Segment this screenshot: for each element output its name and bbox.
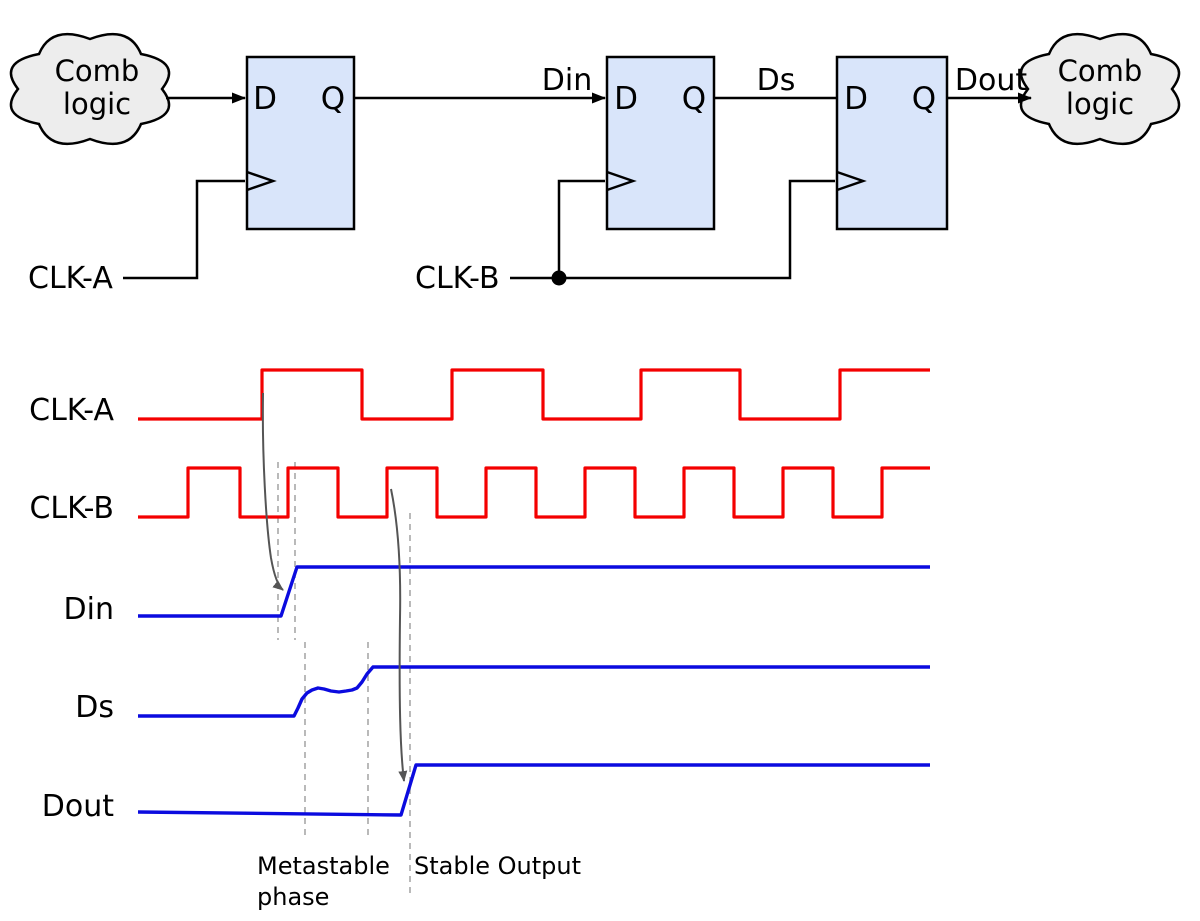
net-label-ds: Ds [757,63,796,98]
circuit-clkb-label: CLK-B [415,261,500,296]
comb-logic-cloud-left: Comb logic [9,32,171,146]
waveform-din [138,565,930,618]
row-label-ds: Ds [75,690,114,725]
net-label-dout: Dout [955,63,1027,98]
ff1-d-pin: D [253,81,277,117]
flipflop-3: D Q [835,55,949,231]
ff3-q-pin: Q [912,81,936,117]
annotation-metastable-line2: phase [257,883,329,911]
circuit-section: Comb logic Comb logic D Q D Q D Q [9,32,1181,296]
waveform-clka [138,368,930,421]
ff1-q-pin: Q [321,81,345,117]
wire-clkb-main [510,179,835,280]
cloud-left-line1: Comb [55,54,140,88]
waveform-ds [138,665,930,718]
ff2-d-pin: D [614,81,638,117]
annotation-stable-output: Stable Output [414,852,581,880]
flipflop-2: D Q [605,55,716,231]
waveform-dout [137,763,930,817]
flipflop-1: D Q [245,55,356,231]
ff1-clock-triangle-icon [246,170,277,192]
row-label-clka: CLK-A [29,393,114,428]
waveform-clkb [138,466,930,519]
wire-clkb-branch [557,179,605,278]
wire-clka [123,179,245,280]
net-label-din: Din [542,63,592,98]
ff2-q-pin: Q [682,81,706,117]
row-label-dout: Dout [42,789,114,824]
cloud-right-line2: logic [1066,87,1134,121]
circuit-clka-label: CLK-A [28,261,113,296]
arrow-clkb-edge-to-dout-icon [390,488,408,782]
ff2-clock-triangle-icon [606,170,637,192]
clkb-junction-dot [551,270,567,286]
row-label-din: Din [64,592,114,627]
cloud-right-line1: Comb [1058,54,1143,88]
timing-section: CLK-A CLK-B Din Ds Dout Metastable phase… [29,368,930,911]
ff3-clock-triangle-icon [836,170,867,192]
cloud-left-line2: logic [63,87,131,121]
annotation-metastable-line1: Metastable [257,852,390,880]
ff3-d-pin: D [844,81,868,117]
row-label-clkb: CLK-B [29,491,114,526]
arrow-clka-edge-to-din-icon [261,392,284,591]
comb-logic-cloud-right: Comb logic [1019,32,1181,146]
